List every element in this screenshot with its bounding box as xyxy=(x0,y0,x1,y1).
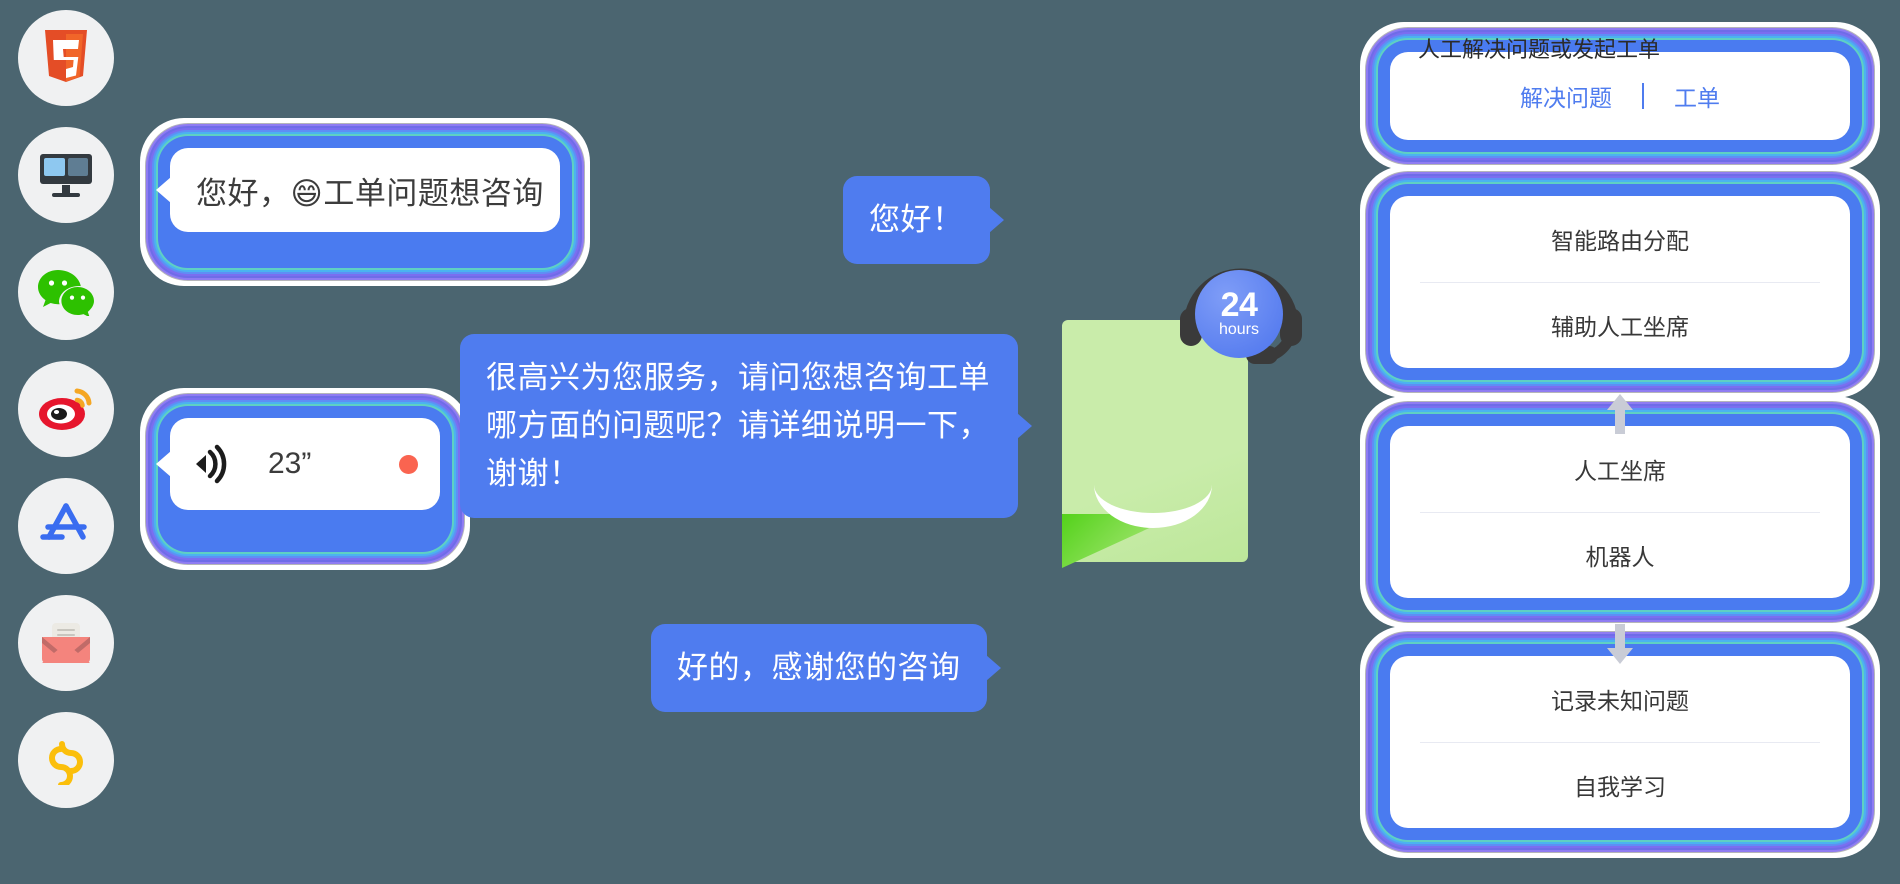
flow-card-body: 智能路由分配 辅助人工坐席 xyxy=(1390,196,1850,368)
chat-bubble-outgoing-glad[interactable]: 很高兴为您服务，请问您想咨询工单哪方面的问题呢？请详细说明一下，谢谢！ xyxy=(460,334,1032,519)
bubble-tail-icon xyxy=(156,177,171,203)
bubble-tail-icon xyxy=(988,207,1004,234)
voice-duration: 23” xyxy=(268,447,312,480)
flow-arrow-up-icon xyxy=(1607,394,1633,434)
wechat-icon[interactable] xyxy=(18,244,114,340)
option-divider xyxy=(1420,281,1820,283)
html5-icon[interactable] xyxy=(18,10,114,106)
app-store-icon[interactable] xyxy=(18,478,114,574)
chat-bubble-incoming-greeting[interactable]: 您好，😄工单问题想咨询 xyxy=(140,118,590,286)
bubble-tail-icon xyxy=(156,451,171,477)
tabs-body: 解决问题 工单 xyxy=(1390,52,1850,140)
option-divider xyxy=(1420,741,1820,743)
headset-icon: 24 hours xyxy=(1174,252,1308,386)
tab-divider xyxy=(1642,83,1644,109)
flow-card-body: 人工坐席 机器人 xyxy=(1390,426,1850,598)
bubble-body: 您好，😄工单问题想咨询 xyxy=(156,148,560,232)
badge-unit: hours xyxy=(1218,321,1260,339)
tabs-row: 解决问题 工单 xyxy=(1390,52,1850,140)
unread-dot-icon xyxy=(399,454,418,474)
message-text: 您好！ xyxy=(869,202,964,237)
email-icon[interactable] xyxy=(18,595,114,691)
flow-option[interactable]: 智能路由分配 xyxy=(1551,227,1689,254)
tab-solve-problem[interactable]: 解决问题 xyxy=(1520,85,1612,111)
flow-card-agent: 人工坐席 机器人 xyxy=(1360,396,1880,628)
sound-wave-icon xyxy=(196,444,227,484)
badge-number: 24 xyxy=(1220,286,1258,324)
flow-option[interactable]: 辅助人工坐席 xyxy=(1551,314,1689,341)
flow-option[interactable]: 机器人 xyxy=(1585,544,1655,571)
flow-arrow-down-icon xyxy=(1607,624,1633,664)
support-illustration: 24 hours xyxy=(1062,252,1312,572)
chat-bubble-outgoing-thanks[interactable]: 好的，感谢您的咨询 xyxy=(651,624,1001,713)
link-icon[interactable] xyxy=(18,712,114,808)
chat-bubble-incoming-voice[interactable]: 23” xyxy=(140,388,470,570)
panel-tabs-card: 解决问题 工单 xyxy=(1360,22,1880,170)
tab-ticket[interactable]: 工单 xyxy=(1674,85,1720,111)
bubble-body: 23” xyxy=(156,418,440,510)
weibo-icon[interactable] xyxy=(18,361,114,457)
flow-card-learning: 记录未知问题 自我学习 xyxy=(1360,626,1880,858)
flow-card-body: 记录未知问题 自我学习 xyxy=(1390,656,1850,828)
chat-bubble-outgoing-hello[interactable]: 您好！ xyxy=(843,176,1004,265)
bubble-tail-icon xyxy=(985,655,1001,682)
desktop-icon[interactable] xyxy=(18,127,114,223)
channel-icon-rail xyxy=(18,10,118,829)
message-text: 您好，😄工单问题想咨询 xyxy=(196,175,544,211)
voice-message-row[interactable]: 23” xyxy=(192,443,311,485)
flow-option[interactable]: 记录未知问题 xyxy=(1551,687,1689,714)
option-divider xyxy=(1420,511,1820,513)
message-text: 很高兴为您服务，请问您想咨询工单哪方面的问题呢？请详细说明一下，谢谢！ xyxy=(486,360,990,492)
bubble-tail-icon xyxy=(1017,413,1032,440)
panel-title: 人工解决问题或发起工单 xyxy=(1418,37,1661,62)
flow-card-routing: 智能路由分配 辅助人工坐席 xyxy=(1360,166,1880,398)
message-text: 好的，感谢您的咨询 xyxy=(677,650,961,685)
flow-option[interactable]: 自我学习 xyxy=(1574,774,1666,801)
badge-24-hours: 24 hours xyxy=(1195,270,1283,358)
flow-option[interactable]: 人工坐席 xyxy=(1574,457,1666,484)
